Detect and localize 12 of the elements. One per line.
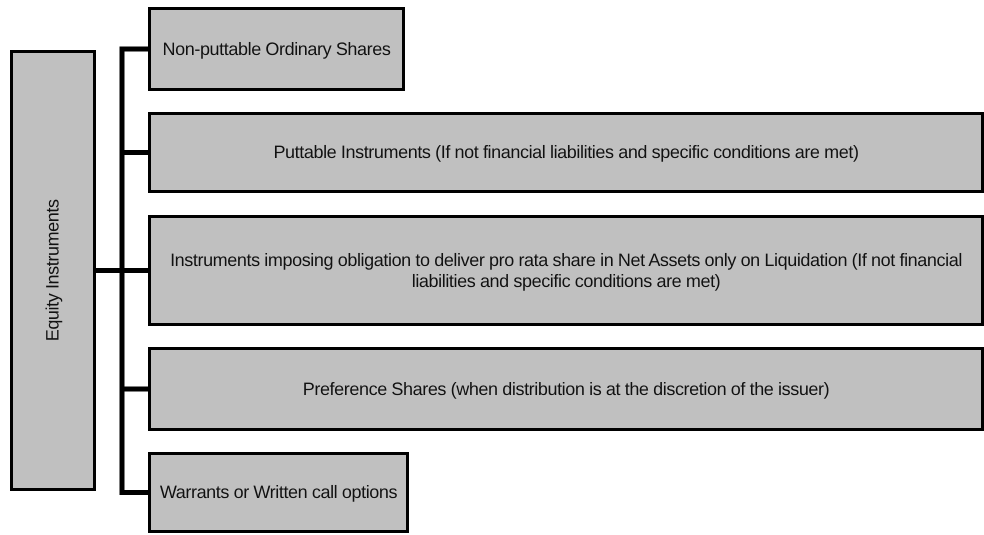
item-box	[148, 215, 984, 326]
item-box	[148, 112, 984, 193]
node-label: Puttable Instruments (If not financial liabilities and specific conditions are met)	[273, 142, 859, 163]
item-box	[148, 7, 405, 91]
item-box	[148, 452, 409, 533]
node-label: Preference Shares (when distribution is at the discretion of the issuer)	[302, 378, 830, 400]
node-label: Instruments imposing obligation to deliver pro rata share in Net Assets only on Liquidation (If not financial liabilities and specific conditions are met)	[169, 250, 963, 292]
item-box	[148, 347, 984, 431]
node-label: Warrants or Written call options	[160, 482, 398, 503]
node-label: Equity Instruments	[42, 200, 64, 342]
node-label: Non-puttable Ordinary Shares	[162, 38, 390, 60]
category-box	[10, 50, 96, 491]
